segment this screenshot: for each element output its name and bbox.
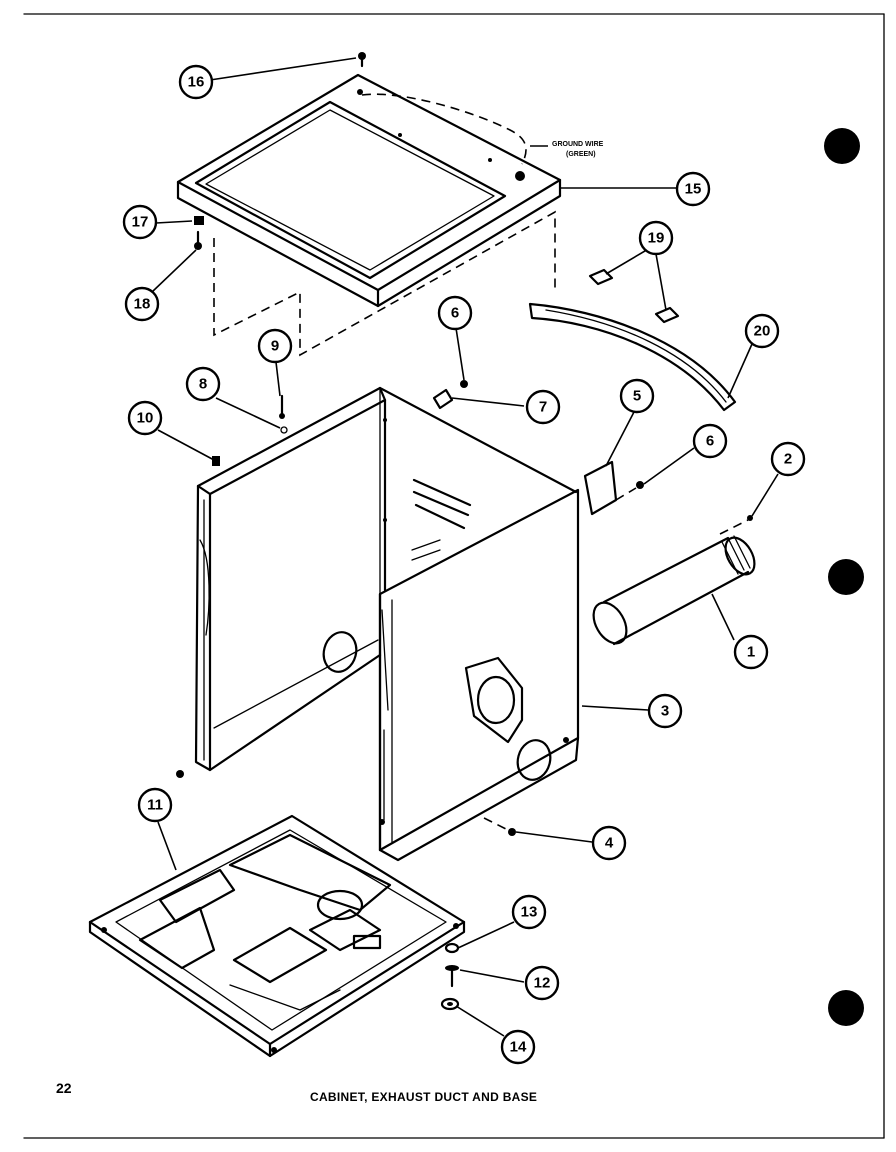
svg-text:17: 17	[132, 214, 149, 231]
svg-text:18: 18	[134, 296, 151, 313]
bracket-7	[432, 388, 454, 410]
callout-3: 3	[647, 693, 683, 729]
svg-text:6: 6	[451, 305, 459, 322]
svg-text:19: 19	[648, 230, 665, 247]
callout-16: 16	[178, 64, 214, 100]
svg-text:20: 20	[754, 323, 771, 340]
cabinet-left-side	[194, 386, 387, 772]
washer-14	[440, 997, 460, 1011]
svg-text:1: 1	[747, 644, 755, 661]
binder-hole-middle	[828, 559, 864, 595]
page-number: 22	[56, 1080, 72, 1096]
screw-6-top	[460, 380, 468, 388]
callout-6-right: 6	[692, 423, 728, 459]
svg-text:15: 15	[685, 181, 702, 198]
clip-17	[194, 216, 204, 225]
callout-10: 10	[127, 400, 163, 436]
svg-text:2: 2	[784, 451, 792, 468]
callout-14: 14	[500, 1029, 536, 1065]
callout-9: 9	[257, 328, 293, 364]
svg-text:7: 7	[539, 399, 547, 416]
exhaust-duct	[592, 535, 756, 646]
svg-text:9: 9	[271, 338, 279, 355]
ground-wire-label: GROUND WIRE	[552, 141, 604, 148]
ground-wire	[361, 93, 527, 165]
callout-18: 18	[124, 286, 160, 322]
svg-text:6: 6	[706, 433, 714, 450]
base-panel	[88, 814, 466, 1058]
screw-18	[194, 230, 202, 250]
callout-12: 12	[524, 965, 560, 1001]
svg-text:8: 8	[199, 376, 207, 393]
callout-8: 8	[185, 366, 221, 402]
callout-19: 19	[638, 220, 674, 256]
cabinet-front-panel	[378, 488, 580, 862]
screw-16	[358, 52, 366, 68]
page-border	[23, 13, 885, 1139]
callout-13: 13	[511, 894, 547, 930]
callout-11: 11	[137, 787, 173, 823]
callout-17: 17	[122, 204, 158, 240]
callout-1: 1	[733, 634, 769, 670]
callout-6-top: 6	[437, 295, 473, 331]
top-panel	[176, 73, 562, 308]
callout-15: 15	[675, 171, 711, 207]
callout-20: 20	[744, 313, 780, 349]
ground-wire-color-label: (GREEN)	[566, 151, 596, 158]
nut-13	[444, 942, 460, 954]
leg-12	[445, 965, 459, 988]
clip-10	[212, 456, 220, 466]
svg-text:5: 5	[633, 388, 641, 405]
callout-2: 2	[770, 441, 806, 477]
svg-text:3: 3	[661, 703, 669, 720]
plate-5	[583, 460, 618, 516]
svg-text:10: 10	[137, 410, 154, 427]
callout-5: 5	[619, 378, 655, 414]
screw-2	[719, 515, 753, 535]
cabinet-back-panel	[378, 386, 578, 599]
pads-19	[588, 268, 680, 324]
screw-9	[279, 394, 285, 419]
svg-text:14: 14	[510, 1039, 527, 1056]
binder-hole-top	[824, 128, 860, 164]
screw-left-bottom	[176, 770, 184, 778]
alignment-lines	[213, 210, 556, 357]
callout-4: 4	[591, 825, 627, 861]
svg-text:16: 16	[188, 74, 205, 91]
screw-4	[508, 828, 516, 836]
svg-text:4: 4	[605, 835, 614, 852]
binder-hole-bottom	[828, 990, 864, 1026]
diagram-caption: CABINET, EXHAUST DUCT AND BASE	[310, 1090, 538, 1104]
leader-lines	[151, 57, 779, 1037]
callout-7: 7	[525, 389, 561, 425]
trim-strip-20	[528, 302, 737, 412]
svg-text:12: 12	[534, 975, 551, 992]
svg-text:11: 11	[147, 797, 163, 814]
svg-text:13: 13	[521, 904, 538, 921]
washer-8	[280, 426, 288, 434]
screw-6-right	[615, 481, 644, 501]
